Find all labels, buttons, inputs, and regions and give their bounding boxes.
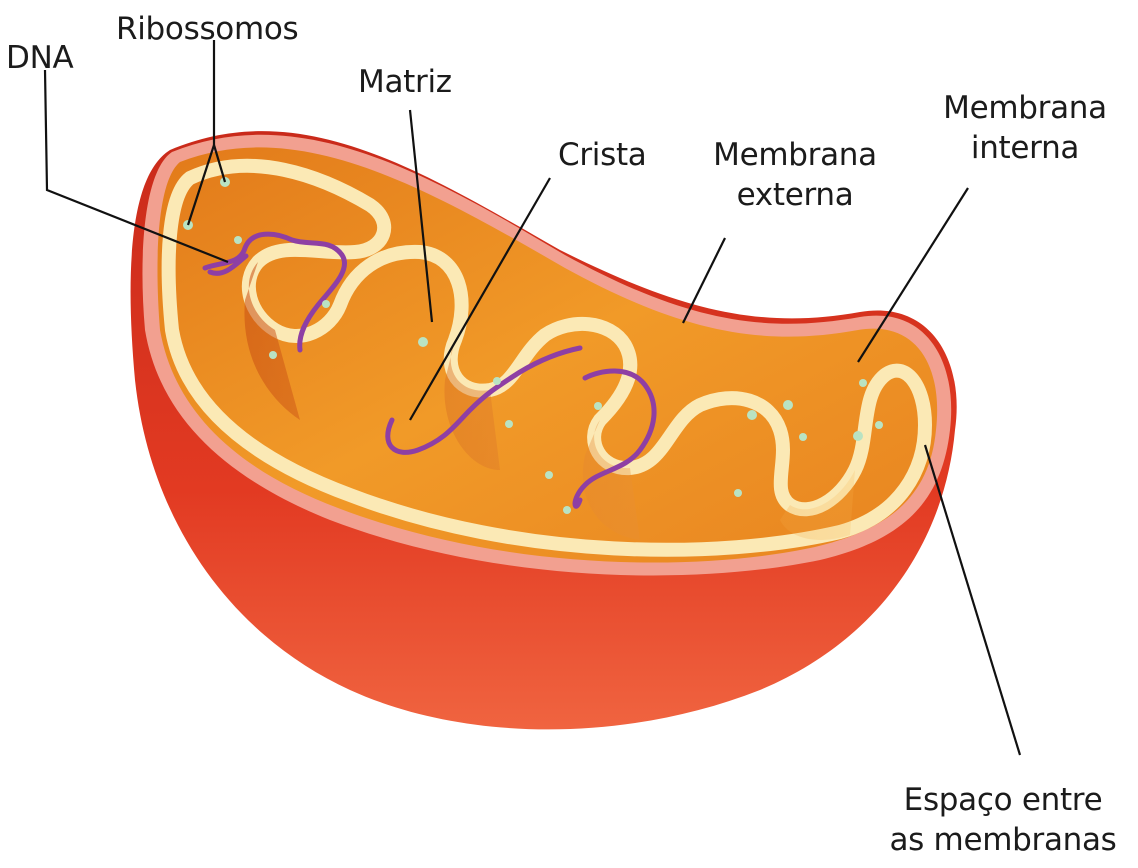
- label-membrana-externa: Membrana externa: [695, 135, 895, 215]
- label-dna: DNA: [6, 38, 73, 78]
- label-espaco-entre-membranas: Espaço entre as membranas: [872, 780, 1134, 860]
- label-membrana-interna-line2: interna: [920, 128, 1130, 168]
- label-matriz: Matriz: [358, 62, 452, 102]
- label-ribossomos: Ribossomos: [116, 9, 298, 49]
- label-espaco-line1: Espaço entre: [872, 780, 1134, 820]
- label-membrana-externa-line2: externa: [695, 175, 895, 215]
- label-membrana-externa-line1: Membrana: [695, 135, 895, 175]
- label-membrana-interna: Membrana interna: [920, 88, 1130, 168]
- label-membrana-interna-line1: Membrana: [920, 88, 1130, 128]
- label-espaco-line2: as membranas: [872, 820, 1134, 860]
- label-crista: Crista: [558, 135, 647, 175]
- espaco-leader: [925, 445, 1020, 755]
